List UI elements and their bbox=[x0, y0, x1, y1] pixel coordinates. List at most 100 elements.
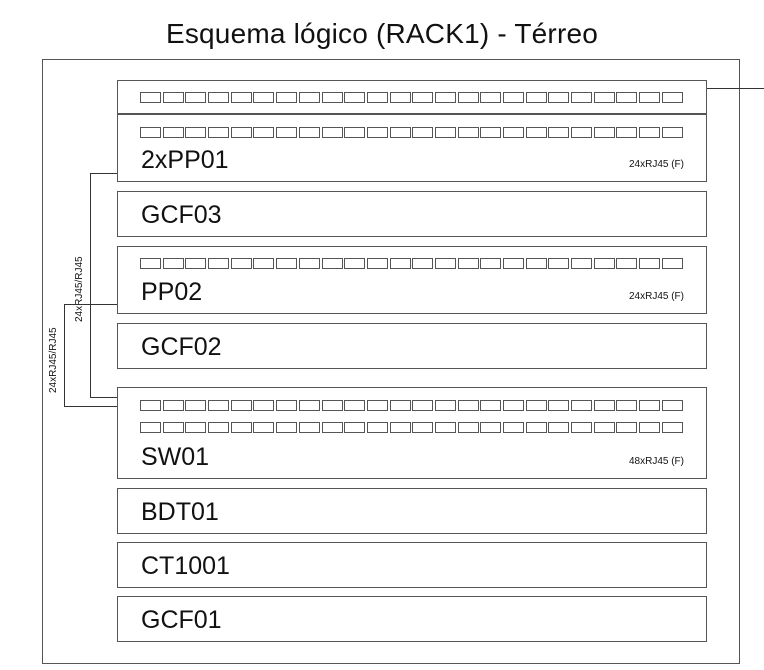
rj45-port bbox=[140, 422, 161, 433]
rj45-port bbox=[253, 422, 275, 433]
rj45-port bbox=[412, 422, 434, 433]
rj45-port bbox=[389, 258, 411, 269]
rack-unit-gcf01: GCF01 bbox=[117, 596, 707, 642]
rj45-port bbox=[366, 422, 388, 433]
rj45-port bbox=[389, 127, 411, 138]
rj45-port bbox=[344, 400, 366, 411]
rj45-port bbox=[298, 258, 320, 269]
rj45-port bbox=[321, 92, 343, 103]
rj45-port bbox=[140, 92, 161, 103]
rj45-port bbox=[162, 400, 184, 411]
port-row bbox=[140, 127, 683, 138]
rj45-port bbox=[185, 127, 207, 138]
unit-label: GCF02 bbox=[141, 333, 222, 361]
rj45-port bbox=[434, 92, 456, 103]
rj45-port bbox=[298, 400, 320, 411]
rj45-port bbox=[276, 422, 298, 433]
rj45-port bbox=[593, 127, 615, 138]
rj45-port bbox=[480, 400, 502, 411]
rj45-port bbox=[457, 258, 479, 269]
rack-unit-bdt01: BDT01 bbox=[117, 488, 707, 534]
connection-wire bbox=[64, 406, 117, 407]
connection-wire bbox=[64, 304, 65, 407]
rack-unit-pp01-top bbox=[117, 80, 707, 114]
rj45-port bbox=[298, 92, 320, 103]
rj45-port bbox=[321, 422, 343, 433]
rj45-port bbox=[480, 127, 502, 138]
rj45-port bbox=[344, 422, 366, 433]
rj45-port bbox=[434, 258, 456, 269]
connection-wire bbox=[64, 304, 117, 305]
rj45-port bbox=[434, 127, 456, 138]
rj45-port bbox=[298, 422, 320, 433]
rj45-port bbox=[434, 400, 456, 411]
rj45-port bbox=[525, 92, 547, 103]
rj45-port bbox=[366, 92, 388, 103]
rj45-port bbox=[457, 400, 479, 411]
diagram-title: Esquema lógico (RACK1) - Térreo bbox=[165, 18, 599, 49]
rj45-port bbox=[140, 258, 161, 269]
rj45-port bbox=[457, 92, 479, 103]
rj45-port bbox=[321, 258, 343, 269]
rj45-port bbox=[276, 400, 298, 411]
unit-label: GCF01 bbox=[141, 606, 222, 634]
connection-wire bbox=[90, 173, 117, 174]
rj45-port bbox=[366, 400, 388, 411]
rj45-port bbox=[616, 258, 638, 269]
rj45-port bbox=[525, 422, 547, 433]
rj45-port bbox=[253, 258, 275, 269]
rj45-port bbox=[412, 258, 434, 269]
rj45-port bbox=[344, 258, 366, 269]
rj45-port bbox=[661, 422, 683, 433]
rj45-port bbox=[253, 127, 275, 138]
rj45-port bbox=[661, 92, 683, 103]
rj45-port bbox=[503, 400, 524, 411]
unit-spec: 24xRJ45 (F) bbox=[628, 159, 684, 170]
unit-label: PP02 bbox=[141, 278, 203, 306]
rj45-port bbox=[344, 92, 366, 103]
rj45-port bbox=[616, 422, 638, 433]
rj45-port bbox=[525, 258, 547, 269]
rj45-port bbox=[208, 127, 230, 138]
rj45-port bbox=[276, 92, 298, 103]
rj45-port bbox=[412, 92, 434, 103]
rj45-port bbox=[185, 92, 207, 103]
rj45-port bbox=[571, 400, 593, 411]
external-cable-line bbox=[707, 88, 764, 89]
rj45-port bbox=[616, 400, 638, 411]
unit-label: SW01 bbox=[141, 443, 210, 471]
rj45-port bbox=[230, 258, 252, 269]
connection-wire bbox=[90, 173, 91, 398]
rj45-port bbox=[661, 127, 683, 138]
rj45-port bbox=[185, 258, 207, 269]
rj45-port bbox=[276, 127, 298, 138]
rj45-port bbox=[639, 258, 661, 269]
rack-unit-2xpp01: 2xPP01 24xRJ45 (F) bbox=[117, 114, 707, 182]
connection-label: 24xRJ45/RJ45 bbox=[74, 256, 85, 322]
rj45-port bbox=[412, 400, 434, 411]
rj45-port bbox=[366, 127, 388, 138]
unit-label: 2xPP01 bbox=[141, 146, 229, 174]
rj45-port bbox=[571, 258, 593, 269]
rj45-port bbox=[321, 400, 343, 411]
rj45-port bbox=[593, 92, 615, 103]
rj45-port bbox=[571, 422, 593, 433]
rj45-port bbox=[162, 258, 184, 269]
rj45-port bbox=[389, 92, 411, 103]
rj45-port bbox=[548, 92, 570, 103]
rj45-port bbox=[593, 258, 615, 269]
rj45-port bbox=[548, 422, 570, 433]
rack-unit-sw01: SW01 48xRJ45 (F) bbox=[117, 387, 707, 479]
rack-unit-ct1001: CT1001 bbox=[117, 542, 707, 588]
rj45-port bbox=[480, 422, 502, 433]
rj45-port bbox=[389, 422, 411, 433]
rack-unit-gcf03: GCF03 bbox=[117, 191, 707, 237]
rj45-port bbox=[208, 422, 230, 433]
rj45-port bbox=[661, 258, 683, 269]
connection-wire bbox=[90, 397, 117, 398]
rj45-port bbox=[480, 258, 502, 269]
rack-frame bbox=[42, 59, 740, 664]
rj45-port bbox=[230, 127, 252, 138]
rj45-port bbox=[639, 400, 661, 411]
rj45-port bbox=[593, 422, 615, 433]
